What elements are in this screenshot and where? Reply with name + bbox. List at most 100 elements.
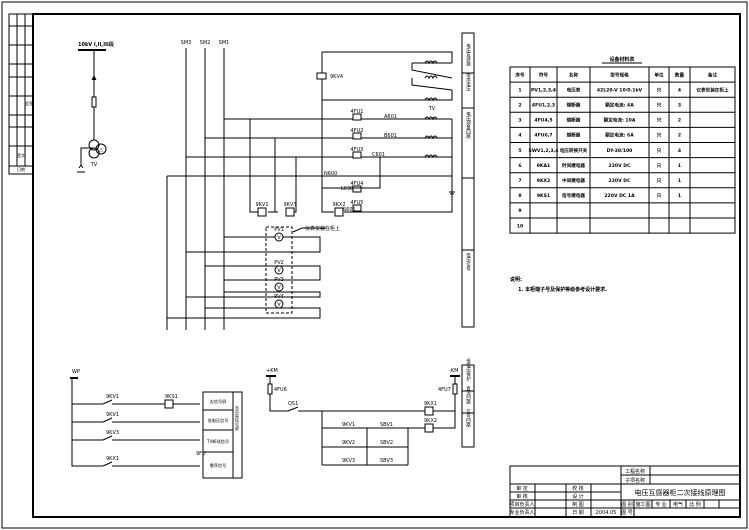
table-cell: 熔断器 <box>567 117 581 124</box>
label: 去信号屏 <box>210 398 227 405</box>
table-cell: 9 <box>518 208 521 214</box>
label: 图 别 <box>621 501 633 508</box>
tv-label: TV <box>428 106 436 112</box>
relay-label: 9KS1 <box>165 394 178 400</box>
bus-label: 10kV I,II,III段 <box>78 41 114 48</box>
contact-label: 9KV1 <box>106 394 119 400</box>
table-cell: 5 <box>518 148 521 154</box>
table-title: 设备材料表 <box>609 56 635 63</box>
table-cell: 220V DC 1A <box>604 193 635 199</box>
fuse-icon <box>352 204 362 212</box>
table-cell: 电压表 <box>567 86 581 93</box>
disconnector-icon <box>91 75 97 80</box>
fuse-icon <box>352 185 362 193</box>
table-cell: 1 <box>678 163 681 169</box>
table-cell: 信号继电器 <box>562 192 585 199</box>
label: 2004.05 <box>596 510 617 516</box>
bus-label: -KM <box>449 368 458 374</box>
table-cell: 只 <box>657 101 662 108</box>
fuse-label: 4FU4 <box>351 181 364 187</box>
table-cell: 仪表安装在柜上 <box>695 86 729 93</box>
label: 9KX2 <box>424 418 437 424</box>
fuse-label: 4FU5 <box>351 200 364 206</box>
label: 电压测量回路 <box>466 110 471 140</box>
label: 电压信号 <box>466 252 471 273</box>
table-cell: 只 <box>657 192 662 199</box>
fuse-icon <box>352 132 362 140</box>
contact-label: 9KX1 <box>106 456 119 462</box>
relay-coil-icon <box>316 72 327 80</box>
star-winding <box>424 116 438 159</box>
label: 设 计 <box>572 493 584 500</box>
table-cell: 额定电流: 10A <box>604 117 636 124</box>
wire-label: A601 <box>384 114 397 120</box>
dc-control-circuit: +KM -KM 4FU6 4FU7 QS1 9KX1 9KX2 9KV1 9KV… <box>266 358 475 466</box>
label: 图 号 <box>621 510 633 516</box>
label: 制 图 <box>572 501 584 508</box>
fuse-label: 4FU1 <box>351 109 364 115</box>
fuse-label: 4FU2 <box>351 128 364 134</box>
table-cell: DY-38/100 <box>607 148 633 154</box>
table-cell: 220V DC <box>609 178 632 184</box>
label: 项目负责人 <box>509 501 534 508</box>
table-cell: 只 <box>657 86 662 93</box>
voltmeter-icon <box>274 299 284 309</box>
table-cell: 2 <box>518 102 521 108</box>
label: 比 例 <box>689 501 701 508</box>
switch-icon <box>287 406 299 412</box>
bus-label: SM1 <box>219 40 230 46</box>
table-cell: 时间继电器 <box>562 162 585 169</box>
relay-coil-icon <box>164 399 174 409</box>
voltmeter-icon <box>274 282 284 292</box>
table-cell: 2 <box>678 118 681 124</box>
label: 子项名称 <box>625 477 645 484</box>
bus-label: SM3 <box>181 40 192 46</box>
label: 施工图 <box>635 501 650 508</box>
table-header: 单位 <box>654 71 664 78</box>
label: △ <box>99 147 103 153</box>
table-header: 名称 <box>569 71 579 78</box>
bus-label: +KM <box>266 368 278 374</box>
left-sign-strip: 会签 签字 日期 <box>8 13 34 175</box>
fuse-label: 9FU <box>196 451 206 457</box>
table-cell: 2 <box>678 133 681 139</box>
label: 低电压保护 <box>466 358 471 383</box>
contact-icon <box>102 399 113 467</box>
label: 审 核 <box>516 493 528 500</box>
label: V <box>277 235 281 241</box>
label: 信号回路 <box>466 408 471 429</box>
label: 低电压信号 <box>208 417 229 424</box>
label: 日 期 <box>572 510 584 516</box>
table-header: 符号 <box>539 71 549 78</box>
sign-label: 签字 <box>17 152 25 158</box>
bus-label: WP <box>72 369 80 375</box>
label: TV断线信号 <box>206 438 229 445</box>
wire-label: B601 <box>384 133 397 139</box>
label: 4FU6 <box>274 387 287 393</box>
notes-title: 说明: <box>510 276 522 283</box>
bus-label: SM2 <box>200 40 211 46</box>
wire-label: N600 <box>324 171 337 177</box>
relay-coil-icon <box>257 207 267 217</box>
tv-secondary-circuit: 9KV4 TV 4FU1 4FU2 4FU3 4FU4 4FU5 A601 B6… <box>249 51 455 217</box>
sign-label: 会签 <box>25 100 33 106</box>
relay-coil-icon <box>424 423 434 433</box>
label: 9KV2 <box>342 440 355 446</box>
table-cell: 220V DC <box>609 163 632 169</box>
contact-label: 9KV1 <box>106 412 119 418</box>
table-cell: 只 <box>657 177 662 184</box>
table-cell: 4 <box>518 133 521 139</box>
label: 专 业 <box>655 501 667 508</box>
note-item: 1. 本柜端子号及保护等级参考设计要求. <box>518 286 607 293</box>
voltmeter-panel: 仪表安装在柜上 VV VV PV1 PV2 PV3 PV4 <box>167 225 340 319</box>
relay-coil-icon <box>334 207 344 217</box>
table-header: 序号 <box>515 71 525 78</box>
table-cell: 额定电流: 6A <box>605 132 634 139</box>
table-cell: 4FU1,2,3 <box>532 102 555 108</box>
table-cell: 中间继电器 <box>562 177 585 184</box>
drawing-title: 电压互感器柜二次接线原理图 <box>635 488 726 497</box>
table-cell: 3 <box>678 102 681 108</box>
relay-coil-icon <box>285 207 295 217</box>
label: 工程名称 <box>625 468 645 475</box>
